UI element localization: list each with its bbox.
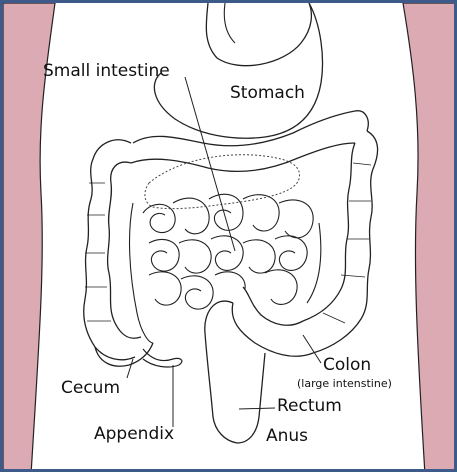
small-intestine-loops (128, 193, 322, 344)
colon-leader (302, 334, 322, 364)
ascending-colon-haustra (85, 182, 111, 322)
label-anus: Anus (266, 426, 309, 446)
descending-colon-haustra (322, 162, 372, 324)
right-body-side (402, 3, 454, 469)
label-cecum: Cecum (61, 378, 121, 398)
appendix-outline (142, 348, 183, 368)
label-stomach: Stomach (230, 83, 305, 103)
label-appendix: Appendix (94, 424, 175, 444)
digestive-system-illustration (3, 3, 454, 469)
cecum-leader (126, 358, 134, 379)
sigmoid-colon (231, 286, 314, 357)
label-rectum: Rectum (277, 396, 342, 416)
ascending-colon (83, 139, 142, 361)
rectum-leader (238, 407, 276, 410)
transverse-colon (130, 110, 369, 173)
small-intestine-leader (184, 76, 236, 252)
label-small-intestine: Small intestine (43, 61, 170, 81)
left-body-side (3, 3, 56, 469)
cecum-outline (94, 342, 154, 367)
label-colon: Colon (323, 355, 372, 375)
dotted-organ-outline (144, 154, 300, 210)
stomach-outline (153, 3, 324, 139)
esophagus (223, 3, 236, 44)
label-colon-note: (large intenstine) (297, 377, 392, 390)
